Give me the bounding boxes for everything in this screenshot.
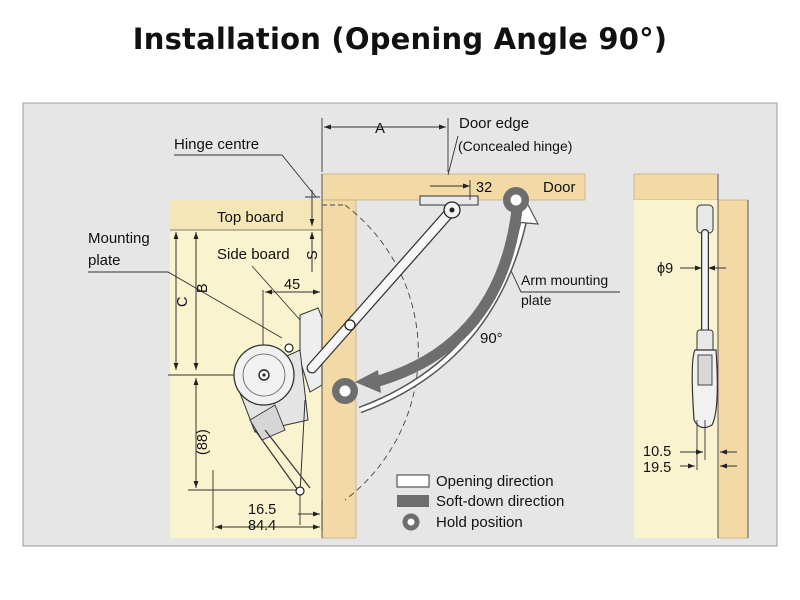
dim-16-5-label: 16.5	[248, 502, 276, 518]
legend-soft-down-label: Soft-down direction	[436, 493, 564, 510]
angle-90-label: 90°	[480, 330, 503, 347]
opening-direction-arrow	[358, 201, 540, 414]
dim-s-label: S	[305, 250, 321, 260]
door-label: Door	[543, 179, 576, 196]
dim-45-label: 45	[284, 277, 300, 293]
legend-soft-down-symbol	[397, 495, 429, 507]
dim-32-label: 32	[476, 180, 492, 196]
lid-stay-arm	[306, 206, 456, 374]
dim-88-label: (88)	[195, 429, 211, 455]
side-view-board	[717, 199, 749, 539]
mounting-plate-label-1: Mounting	[88, 230, 150, 247]
opening-arc-dashed	[344, 204, 419, 501]
arm-mounting-label-1: Arm mounting	[521, 272, 608, 288]
legend-hold-label: Hold position	[436, 514, 523, 531]
door-edge-label: Door edge	[459, 115, 529, 132]
top-board-label: Top board	[217, 209, 284, 226]
phi-9-label: ϕ9	[657, 261, 673, 277]
legend-opening-label: Opening direction	[436, 473, 554, 490]
side-view-door	[633, 173, 719, 201]
arm-mounting-plate	[419, 195, 479, 219]
door-vertical	[321, 199, 357, 539]
hold-position-ring-bottom	[332, 378, 358, 404]
hold-position-ring-top	[503, 187, 529, 213]
concealed-hinge-label: (Concealed hinge)	[458, 138, 572, 154]
legend-hold-symbol	[402, 513, 420, 531]
dim-c-label: C	[175, 297, 191, 307]
top-board	[170, 200, 322, 230]
side-board-label: Side board	[217, 246, 290, 263]
soft-down-direction-arrow	[355, 199, 524, 393]
legend-opening-symbol	[396, 474, 430, 488]
dim-b-label: B	[195, 283, 211, 293]
arm-mounting-label-2: plate	[521, 292, 552, 308]
side-view-mechanism	[691, 204, 718, 429]
dim-10-5-label: 10.5	[643, 444, 671, 460]
dim-84-4-label: 84.4	[248, 518, 276, 534]
dim-a-label: A	[375, 120, 385, 137]
mounting-plate-label-2: plate	[88, 252, 121, 269]
lid-stay-body	[233, 343, 311, 496]
legend: Opening direction Soft-down direction Ho…	[396, 473, 564, 531]
hinge-centre-label: Hinge centre	[174, 136, 259, 153]
page-title: Installation (Opening Angle 90°)	[132, 22, 668, 56]
dim-19-5-label: 19.5	[643, 460, 671, 476]
